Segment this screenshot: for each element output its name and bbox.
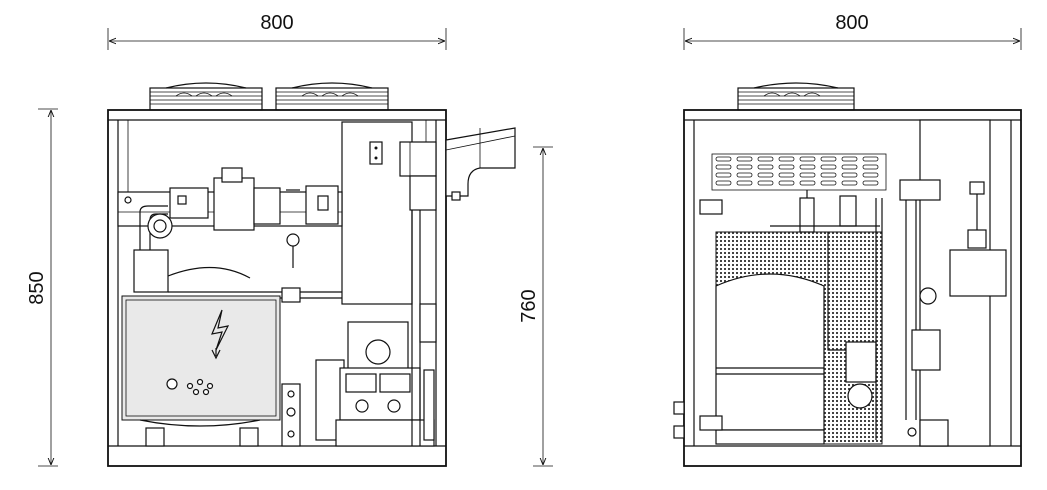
- fan-grille-icon: [737, 82, 855, 111]
- terminal-strip: [281, 383, 301, 447]
- louvre-slot: [778, 172, 795, 178]
- louvre-slot: [757, 180, 774, 186]
- front-view: 800 850: [26, 12, 516, 467]
- side-view: 800 760: [518, 12, 1022, 467]
- pump-assembly: [315, 210, 437, 447]
- exhaust-duct: [445, 127, 516, 197]
- ventilation-louvres: [711, 153, 887, 191]
- louvre-slot: [736, 180, 753, 186]
- louvre-slot: [778, 156, 795, 162]
- louvre-slot: [757, 164, 774, 170]
- front-fan-left: [149, 82, 263, 111]
- electrical-box: [341, 121, 437, 305]
- louvre-slot: [715, 172, 732, 178]
- valve-rail: [117, 167, 343, 268]
- side-vessel: [899, 119, 1007, 447]
- louvre-slot: [715, 180, 732, 186]
- front-fan-right: [275, 82, 389, 111]
- louvre-slot: [757, 172, 774, 178]
- louvre-slot: [841, 164, 858, 170]
- louvre-slot: [820, 164, 837, 170]
- louvre-slot: [799, 156, 816, 162]
- louvre-slot: [736, 172, 753, 178]
- louvre-slot: [799, 164, 816, 170]
- louvre-slot: [841, 172, 858, 178]
- louvre-slot: [841, 156, 858, 162]
- louvre-slot: [757, 156, 774, 162]
- louvre-slot: [862, 164, 879, 170]
- louvre-slot: [862, 180, 879, 186]
- louvre-slot: [715, 156, 732, 162]
- louvre-slot: [841, 180, 858, 186]
- louvre-slot: [862, 172, 879, 178]
- side-valves: [770, 190, 883, 440]
- front-width-dimension: 800: [107, 12, 447, 50]
- front-height-dimension: 850: [26, 108, 58, 467]
- compressor: [715, 273, 825, 445]
- accumulator: [133, 205, 342, 303]
- side-brackets: [673, 199, 723, 439]
- louvre-slot: [799, 172, 816, 178]
- front-width-label: 800: [260, 12, 293, 34]
- louvre-slot: [715, 164, 732, 170]
- louvre-slot: [820, 172, 837, 178]
- side-width-dimension: 800: [683, 12, 1022, 50]
- louvre-slot: [820, 156, 837, 162]
- side-height-label: 760: [518, 289, 540, 322]
- louvre-slot: [778, 180, 795, 186]
- front-height-label: 850: [26, 271, 48, 304]
- front-cabinet-outline: [107, 109, 447, 467]
- louvre-slot: [778, 164, 795, 170]
- louvre-slot: [862, 156, 879, 162]
- side-cabinet-outline: [683, 109, 1022, 467]
- louvre-slot: [736, 156, 753, 162]
- side-height-dimension: 760: [518, 146, 553, 467]
- side-width-label: 800: [835, 12, 868, 34]
- louvre-slot: [820, 180, 837, 186]
- louvre-slot: [736, 164, 753, 170]
- receiver-panel: [121, 295, 281, 447]
- louvre-slot: [799, 180, 816, 186]
